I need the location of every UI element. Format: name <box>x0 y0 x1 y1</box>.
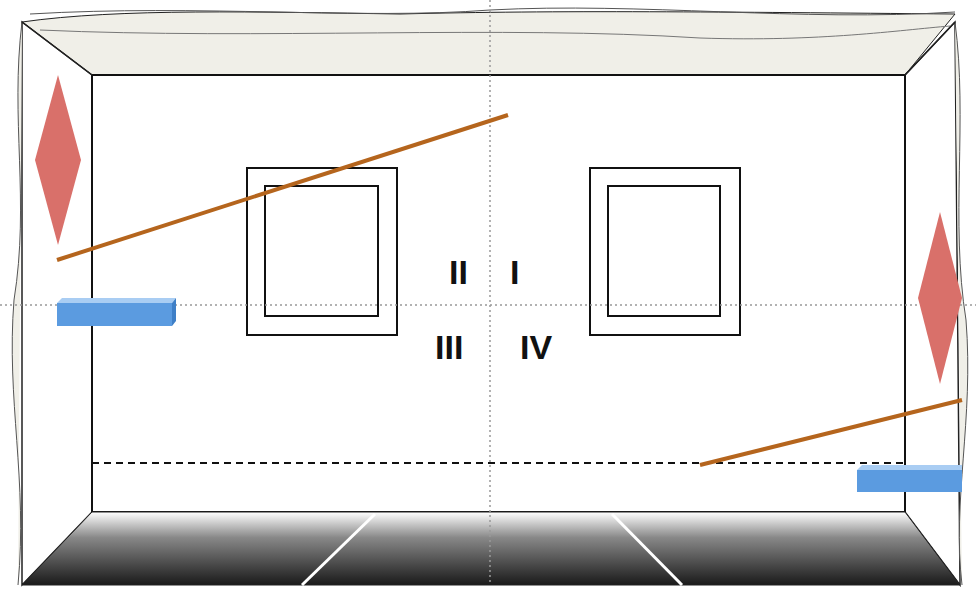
quadrant-label: III <box>433 330 465 364</box>
quadrant-label: I <box>508 255 521 289</box>
quadrant-label: II <box>447 255 470 289</box>
quadrant-label: IV <box>518 330 554 364</box>
